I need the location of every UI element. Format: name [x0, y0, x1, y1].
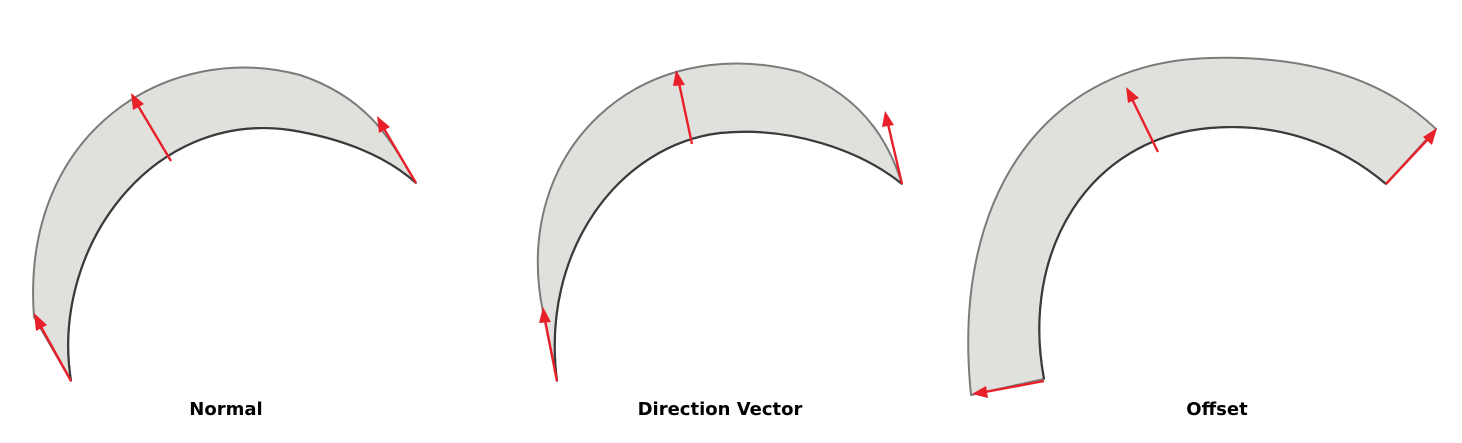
caption-normal: Normal [189, 399, 263, 420]
direction-vector-1 [543, 319, 559, 382]
direction-base-curve [553, 130, 903, 382]
offset-base-curve [1038, 126, 1387, 380]
normal-swept-band [32, 66, 417, 382]
normal-vector-3 [381, 126, 418, 184]
caption-offset: Offset [1186, 399, 1248, 420]
normal-vector-3-head [377, 116, 390, 133]
offset-vector-2 [1130, 98, 1160, 153]
normal-vector-1-head [34, 313, 47, 331]
direction-swept-band [537, 62, 903, 382]
direction-vector-2 [677, 82, 694, 145]
direction-vector-2-head [673, 70, 685, 86]
offset-swept-band [967, 56, 1437, 396]
offset-vector-2-head [1126, 87, 1139, 103]
offset-vector-1-head [972, 386, 988, 398]
caption-direction-vector: Direction Vector [637, 399, 803, 420]
offset-vector-1 [984, 379, 1045, 394]
normal-vector-2-head [131, 93, 144, 110]
offset-vector-3 [1385, 138, 1429, 185]
direction-vector-3-head [882, 111, 894, 127]
panel-offset [967, 56, 1437, 398]
panel-direction [537, 62, 904, 382]
normal-vector-2 [135, 103, 173, 162]
normal-vector-1 [38, 324, 73, 382]
offset-vector-3-head [1423, 128, 1437, 145]
direction-vector-1-head [539, 307, 551, 323]
normal-base-curve [67, 127, 417, 382]
direction-vector-3 [886, 123, 904, 185]
panel-normal [32, 66, 418, 382]
